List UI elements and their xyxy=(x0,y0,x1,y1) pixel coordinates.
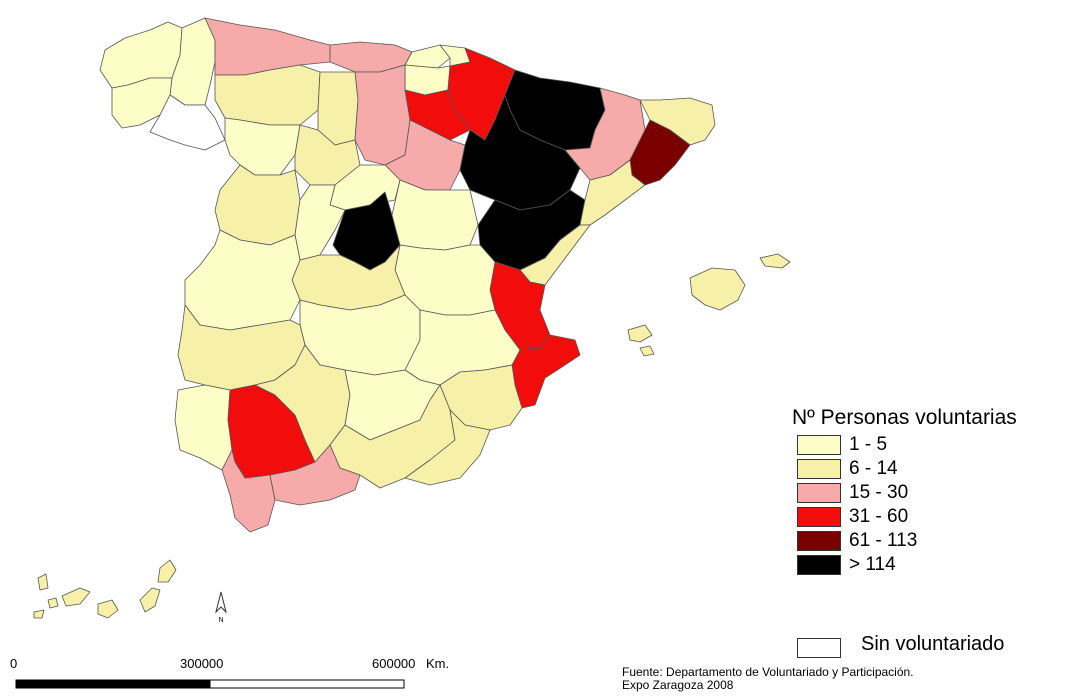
legend-swatch xyxy=(797,555,841,575)
province-canarias-tenerife xyxy=(61,587,91,607)
scale-labels: 0 300000 600000 Km. xyxy=(0,656,520,672)
province-huelva xyxy=(174,384,233,471)
legend-label: 15 - 30 xyxy=(849,482,909,503)
province-canarias-la-palma xyxy=(37,573,49,591)
province-burgos xyxy=(354,64,411,166)
legend-swatch xyxy=(797,507,841,527)
legend-swatch xyxy=(797,531,841,551)
province-illes-balears-mallorca xyxy=(689,267,746,311)
legend-item: 15 - 30 xyxy=(797,481,1062,505)
legend-swatch xyxy=(797,459,841,479)
province-palencia xyxy=(317,71,359,146)
province-illes-balears-menorca xyxy=(759,253,791,269)
source-line-2: Expo Zaragoza 2008 xyxy=(622,678,734,692)
province-asturias xyxy=(204,17,331,76)
legend-no-data-label: Sin voluntariado xyxy=(861,632,1005,655)
legend-swatch xyxy=(797,483,841,503)
province-canarias-gran-canaria xyxy=(97,599,119,619)
legend-title: Nº Personas voluntarias xyxy=(792,406,1017,429)
north-arrow-icon: N xyxy=(215,591,227,624)
province-leon xyxy=(214,64,321,126)
province-tarragona xyxy=(579,159,646,226)
legend-swatch-no-data xyxy=(797,638,841,658)
province-zamora xyxy=(224,117,301,176)
legend-label: 61 - 113 xyxy=(849,530,918,551)
legend-item: 1 - 5 xyxy=(797,433,1062,457)
province-guadalajara xyxy=(391,179,479,251)
scale-bar xyxy=(15,679,405,689)
legend-no-data: Sin voluntariado xyxy=(797,633,1004,658)
legend-item: 61 - 113 xyxy=(797,529,1062,553)
province-illes-balears-ibiza xyxy=(627,324,653,343)
legend-label: 31 - 60 xyxy=(849,506,909,527)
legend-label: 6 - 14 xyxy=(849,458,898,479)
province-canarias-la-gomera xyxy=(47,597,59,609)
province-salamanca xyxy=(214,164,301,246)
scale-unit: Km. xyxy=(426,656,450,671)
province-canarias-el-hierro xyxy=(33,609,45,619)
scale-label-0: 0 xyxy=(10,656,18,671)
legend-swatch xyxy=(797,435,841,455)
province-malaga xyxy=(269,444,361,506)
north-arrow-label: N xyxy=(218,617,223,624)
legend-item: 6 - 14 xyxy=(797,457,1062,481)
legend-label: > 114 xyxy=(849,554,896,575)
map-legend: Nº Personas voluntarias 1 - 5 6 - 14 15 … xyxy=(792,405,1062,577)
province-illes-balears-formentera xyxy=(639,345,655,357)
scale-label-600000: 600000 xyxy=(372,656,416,671)
province-caceres xyxy=(184,229,301,331)
province-canarias-fuerteventura xyxy=(139,587,161,613)
scale-label-300000: 300000 xyxy=(180,656,224,671)
legend-label: 1 - 5 xyxy=(849,434,888,455)
legend-item: 31 - 60 xyxy=(797,505,1062,529)
source-note: Fuente: Departamento de Voluntariado y P… xyxy=(622,666,914,692)
source-line-1: Fuente: Departamento de Voluntariado y P… xyxy=(622,665,914,679)
province-almeria xyxy=(404,409,491,486)
province-canarias-lanzarote xyxy=(157,559,177,583)
province-bizkaia xyxy=(404,44,451,69)
province-alava xyxy=(404,64,451,96)
legend-item: > 114 xyxy=(797,553,1062,577)
